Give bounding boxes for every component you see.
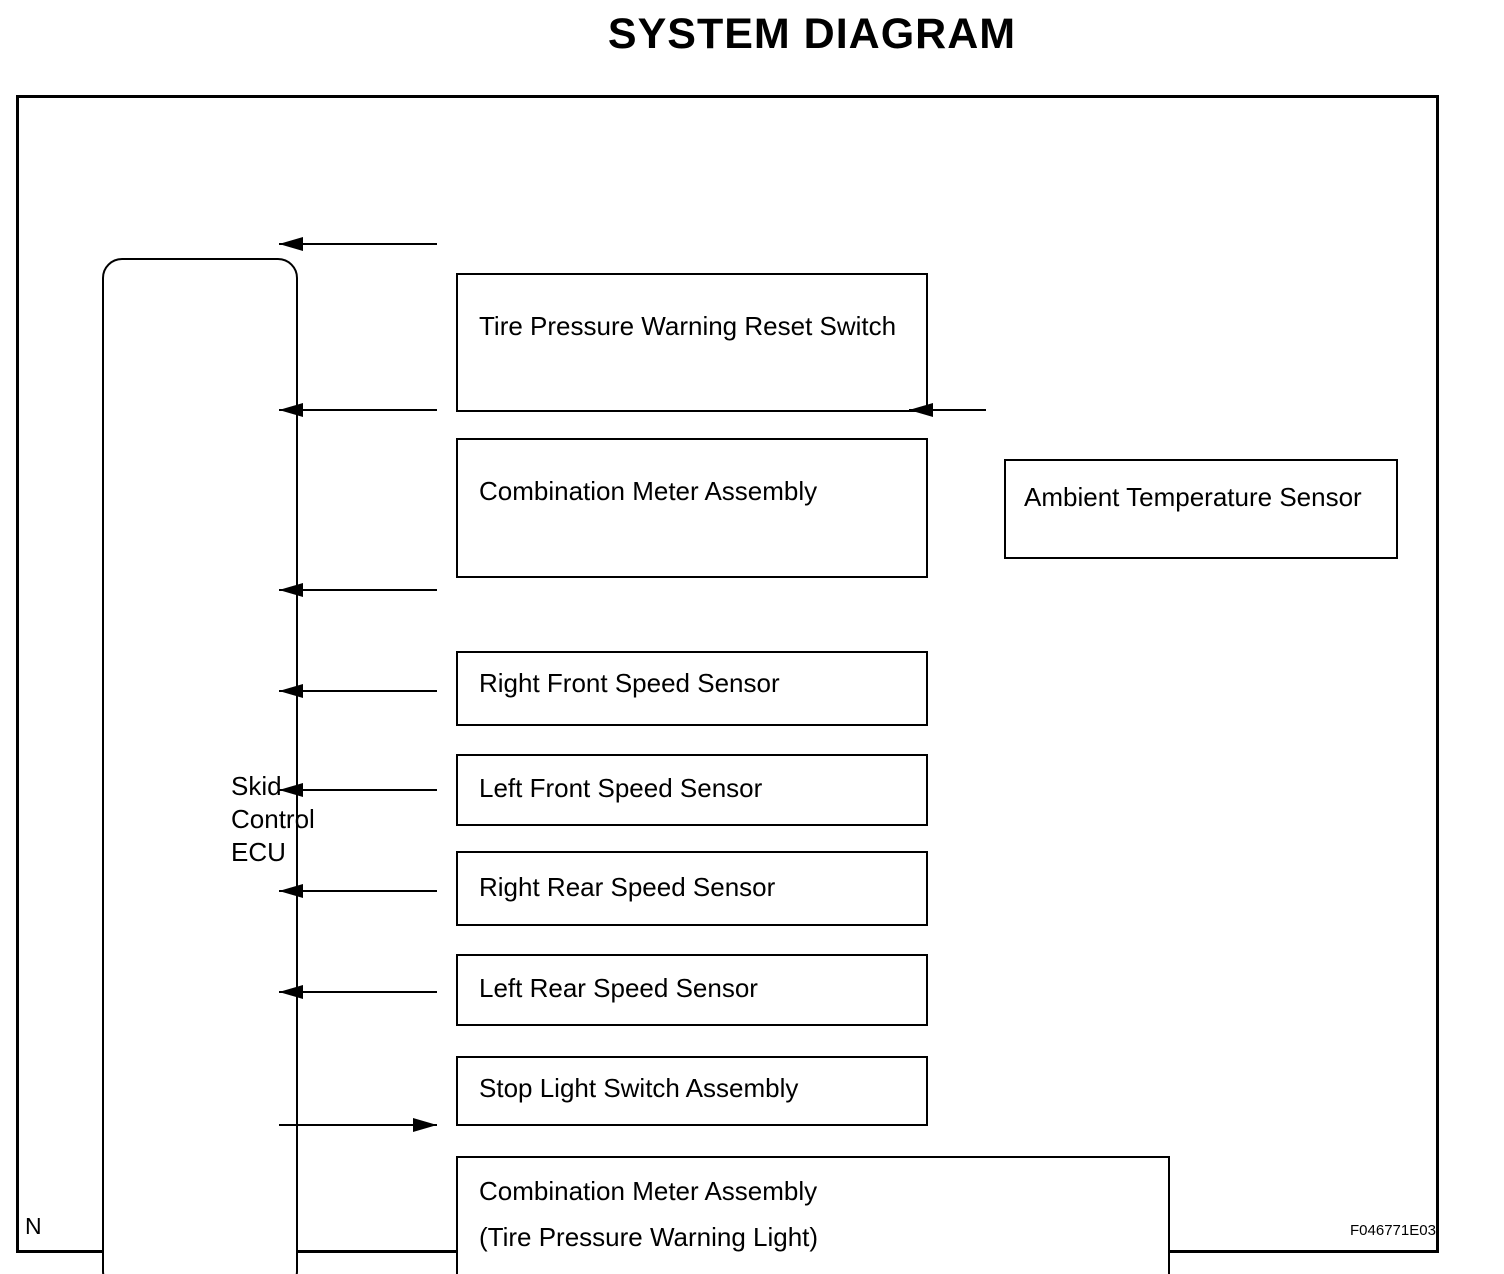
arrow-left-rear-speed-sensor-to-ecu xyxy=(279,890,437,892)
node-right-rear-speed-sensor: Right Rear Speed Sensor xyxy=(456,851,928,926)
arrow-right-front-speed-sensor-to-ecu xyxy=(279,589,437,591)
node-tire-pressure-warning-reset-switch: Tire Pressure Warning Reset Switch xyxy=(456,273,928,412)
page-marker: N xyxy=(25,1213,42,1239)
arrow-left-front-speed-sensor-to-ecu xyxy=(279,690,437,692)
node-label: Combination Meter Assembly xyxy=(479,1176,818,1206)
node-combination-meter-assembly-warning-light: Combination Meter Assembly (Tire Pressur… xyxy=(456,1156,1170,1274)
arrow-ecu-to-warning-light xyxy=(279,1124,437,1126)
node-right-front-speed-sensor: Right Front Speed Sensor xyxy=(456,651,928,726)
arrow-ambient-sensor-to-combination-meter xyxy=(909,409,986,411)
figure-code: F046771E03 xyxy=(1350,1222,1436,1239)
node-label: Left Front Speed Sensor xyxy=(479,773,763,803)
node-label-skid-control-ecu: Skid Control ECU xyxy=(231,771,315,867)
page-title: SYSTEM DIAGRAM xyxy=(607,10,1017,58)
arrow-combination-meter-to-ecu xyxy=(279,409,437,411)
node-left-front-speed-sensor: Left Front Speed Sensor xyxy=(456,754,928,826)
node-label: Stop Light Switch Assembly xyxy=(479,1073,799,1103)
node-label: Tire Pressure Warning Reset Switch xyxy=(479,311,897,341)
diagram-frame: Skid Control ECU Tire Pressure Warning R… xyxy=(16,95,1439,1274)
node-combination-meter-assembly: Combination Meter Assembly xyxy=(456,438,928,578)
arrow-reset-switch-to-ecu xyxy=(279,243,437,245)
node-label: Ambient Temperature Sensor xyxy=(1024,482,1362,512)
arrow-right-rear-speed-sensor-to-ecu xyxy=(279,789,437,791)
node-label: Right Front Speed Sensor xyxy=(479,668,780,698)
arrow-stop-light-switch-to-ecu xyxy=(279,991,437,993)
node-sublabel: (Tire Pressure Warning Light) xyxy=(479,1222,819,1252)
node-left-rear-speed-sensor: Left Rear Speed Sensor xyxy=(456,954,928,1026)
node-label: Left Rear Speed Sensor xyxy=(479,973,758,1003)
node-label: Right Rear Speed Sensor xyxy=(479,872,776,902)
node-label: Combination Meter Assembly xyxy=(479,476,818,506)
node-ambient-temperature-sensor: Ambient Temperature Sensor xyxy=(1004,459,1398,559)
node-skid-control-ecu: Skid Control ECU xyxy=(102,258,315,1274)
node-stop-light-switch-assembly: Stop Light Switch Assembly xyxy=(456,1056,928,1126)
